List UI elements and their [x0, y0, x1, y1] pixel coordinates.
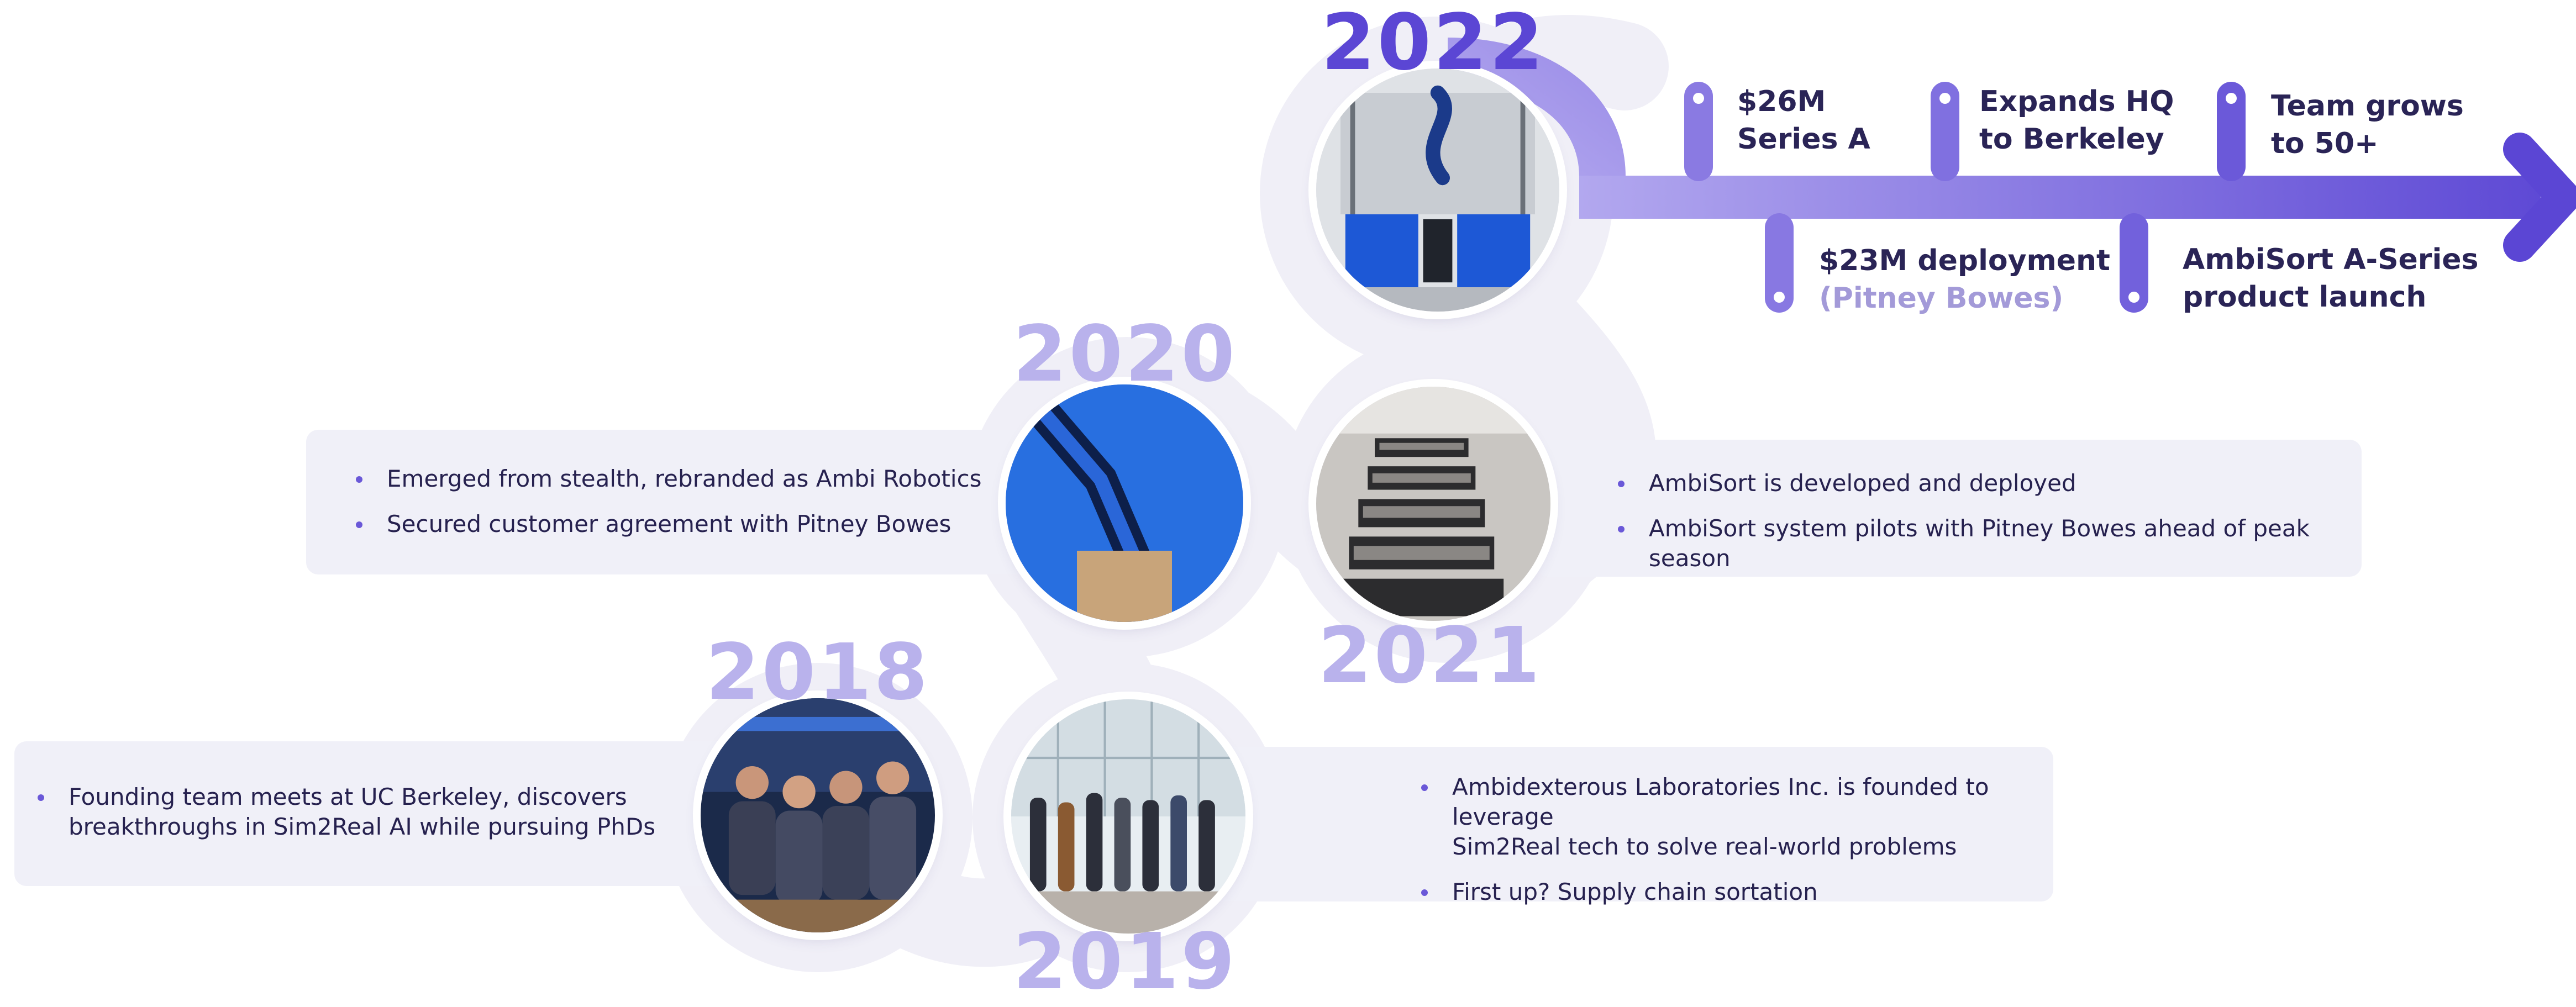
year-label-2018: 2018: [706, 628, 930, 718]
milestone-line2: to 50+: [2271, 127, 2379, 160]
milestone-product-launch: AmbiSort A-Series product launch: [2183, 241, 2479, 316]
bullet-icon: [1421, 889, 1428, 896]
bullet-icon: [1618, 481, 1625, 487]
item-text: AmbiSort is developed and deployed: [1649, 470, 2076, 497]
list-item: Founding team meets at UC Berkeley, disc…: [28, 782, 777, 842]
milestone-hq: Expands HQ to Berkeley: [1979, 83, 2174, 158]
item-text: Emerged from stealth, rebranded as Ambi …: [387, 465, 982, 492]
timeline-arrow-head: [2503, 133, 2576, 262]
milestone-line1: Expands HQ: [1979, 85, 2174, 118]
milestone-series-a: $26M Series A: [1737, 83, 1870, 158]
card-2020: Emerged from stealth, rebranded as Ambi …: [306, 430, 1069, 574]
item-text: Secured customer agreement with Pitney B…: [387, 510, 951, 537]
list-item: First up? Supply chain sortation: [1411, 877, 2053, 907]
milestone-line2: product launch: [2183, 281, 2427, 314]
year-label-2021: 2021: [1318, 611, 1542, 701]
bullet-icon: [1618, 526, 1625, 533]
timeline-arrow-shaft: [1579, 176, 2541, 219]
photo-2022-sorting-system: [1316, 68, 1559, 312]
bullet-icon: [1421, 784, 1428, 791]
milestone-line1: $26M: [1737, 85, 1826, 118]
timeline-arc: [1447, 38, 1626, 178]
item-line: breakthroughs in Sim2Real AI while pursu…: [69, 813, 656, 840]
milestone-line2: to Berkeley: [1979, 123, 2164, 156]
item-line: Ambidexterous Laboratories Inc. is found…: [1452, 773, 1989, 830]
item-text: AmbiSort system pilots with Pitney Bowes…: [1649, 515, 2310, 572]
list-item: Emerged from stealth, rebranded as Ambi …: [346, 464, 1069, 494]
milestone-line2: Series A: [1737, 123, 1870, 156]
milestone-deployment: $23M deployment (Pitney Bowes): [1819, 242, 2110, 317]
bullet-icon: [356, 521, 362, 528]
photo-2021-warehouse: [1316, 387, 1550, 621]
bullet-icon: [356, 476, 362, 483]
year-label-2022: 2022: [1321, 0, 1545, 88]
item-line: Founding team meets at UC Berkeley, disc…: [69, 783, 627, 810]
photo-2020-robot-arm: [1006, 384, 1243, 622]
card-2019: Ambidexterous Laboratories Inc. is found…: [1216, 747, 2053, 905]
year-label-2019: 2019: [1013, 917, 1237, 1007]
photo-2018-team: [701, 698, 935, 932]
bullet-icon: [38, 794, 44, 801]
milestone-team-growth: Team grows to 50+: [2271, 87, 2464, 162]
milestone-line2: (Pitney Bowes): [1819, 282, 2064, 315]
milestone-line1: Team grows: [2271, 89, 2464, 123]
photo-2019-group: [1011, 699, 1245, 934]
milestone-line1: $23M deployment: [1819, 244, 2110, 277]
card-2021: AmbiSort is developed and deployed AmbiS…: [1536, 440, 2362, 577]
card-2018: Founding team meets at UC Berkeley, disc…: [14, 741, 777, 886]
year-label-2020: 2020: [1013, 309, 1237, 399]
milestone-pins: [1684, 82, 2246, 313]
list-item: AmbiSort system pilots with Pitney Bowes…: [1608, 514, 2362, 573]
list-item: AmbiSort is developed and deployed: [1608, 468, 2362, 498]
milestone-line1: AmbiSort A-Series: [2183, 243, 2479, 276]
list-item: Ambidexterous Laboratories Inc. is found…: [1411, 772, 2053, 862]
item-line: Sim2Real tech to solve real-world proble…: [1452, 833, 1957, 860]
list-item: Secured customer agreement with Pitney B…: [346, 509, 1069, 539]
item-text: First up? Supply chain sortation: [1452, 878, 1818, 905]
